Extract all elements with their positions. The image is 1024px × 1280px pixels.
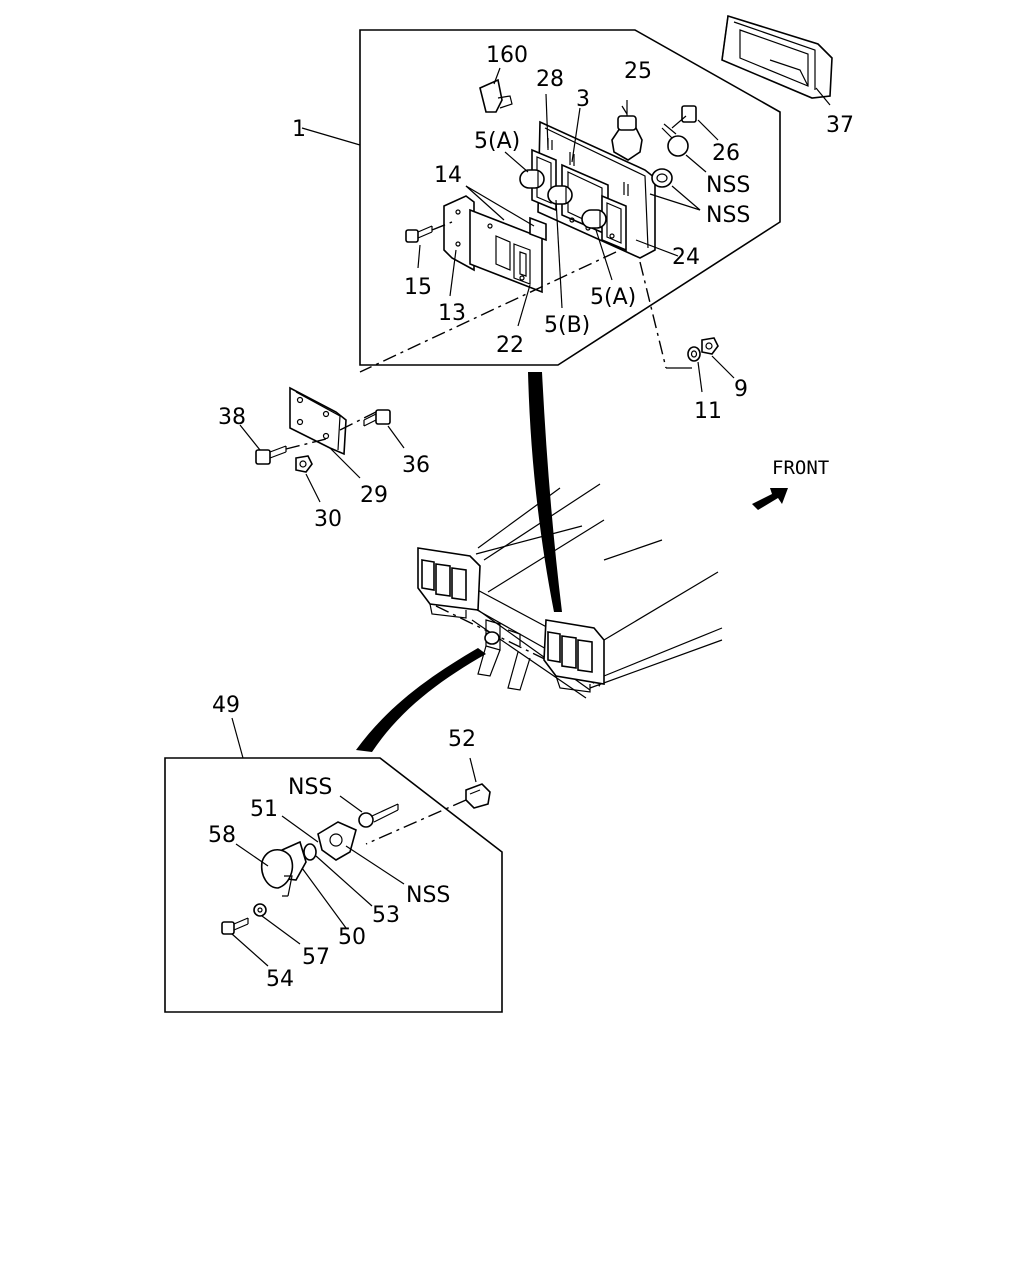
lower-inset-frame — [164, 757, 503, 1013]
callout-30: 30 — [314, 507, 342, 532]
nss-cylinder — [661, 123, 689, 157]
callout-nss-4: NSS — [406, 883, 450, 908]
callout-37: 37 — [826, 113, 854, 138]
callout-54: 54 — [266, 967, 294, 992]
upper-inset-frame — [359, 29, 781, 366]
bulb-5a-top — [519, 169, 545, 189]
callout-29: 29 — [360, 483, 388, 508]
callout-13: 13 — [438, 301, 466, 326]
callout-49: 49 — [212, 693, 240, 718]
callout-38: 38 — [218, 405, 246, 430]
callout-53: 53 — [372, 903, 400, 928]
callout-25: 25 — [624, 59, 652, 84]
part-58-lens — [260, 849, 294, 897]
callout-22: 22 — [496, 333, 524, 358]
part-15-screw — [405, 225, 433, 243]
callout-52: 52 — [448, 727, 476, 752]
callout-51: 51 — [250, 797, 278, 822]
part-26-screw — [671, 105, 697, 129]
bulb-5a-bottom — [581, 209, 607, 229]
callout-50: 50 — [338, 925, 366, 950]
part-9-nut — [701, 337, 719, 355]
callout-3: 3 — [576, 87, 590, 112]
part-22-reflector — [469, 208, 543, 294]
bulb-5b — [547, 185, 573, 205]
callout-5a-bottom: 5(A) — [590, 285, 636, 310]
callout-9: 9 — [734, 377, 748, 402]
callout-1: 1 — [292, 117, 306, 142]
part-53-socket — [317, 821, 357, 861]
part-57-washer — [253, 903, 267, 917]
callout-11: 11 — [694, 399, 722, 424]
part-38-bolt — [255, 445, 287, 465]
callout-57: 57 — [302, 945, 330, 970]
part-14-gasket — [529, 216, 547, 242]
part-52-clip — [465, 783, 491, 809]
part-30-nut — [295, 455, 313, 473]
callout-5a-top: 5(A) — [474, 129, 520, 154]
part-37-lamp-housing — [721, 14, 833, 99]
callout-15: 15 — [404, 275, 432, 300]
callout-36: 36 — [402, 453, 430, 478]
callout-160: 160 — [486, 43, 528, 68]
part-13-lens — [443, 195, 475, 272]
vehicle-rear-frame — [417, 483, 723, 699]
part-25-socket — [611, 100, 643, 161]
callout-5b: 5(B) — [544, 313, 590, 338]
callout-26: 26 — [712, 141, 740, 166]
connector-arrow-lower — [356, 648, 486, 752]
connector-arrow-upper — [528, 372, 562, 612]
callout-nss-2: NSS — [706, 203, 750, 228]
callout-nss-3: NSS — [288, 775, 332, 800]
nss-grommet — [651, 168, 673, 188]
part-54-screw — [221, 917, 249, 935]
nss-pin — [358, 803, 399, 828]
front-arrow-icon — [752, 488, 788, 510]
part-29-bracket — [289, 386, 347, 456]
callout-nss-1: NSS — [706, 173, 750, 198]
callout-28: 28 — [536, 67, 564, 92]
part-11-washer — [687, 346, 701, 362]
callout-14: 14 — [434, 163, 462, 188]
front-label: FRONT — [772, 457, 829, 479]
callout-24: 24 — [672, 245, 700, 270]
part-36-bolt — [363, 409, 391, 427]
part-51-ring — [303, 843, 317, 861]
part-160-switch — [479, 78, 513, 113]
callout-58: 58 — [208, 823, 236, 848]
